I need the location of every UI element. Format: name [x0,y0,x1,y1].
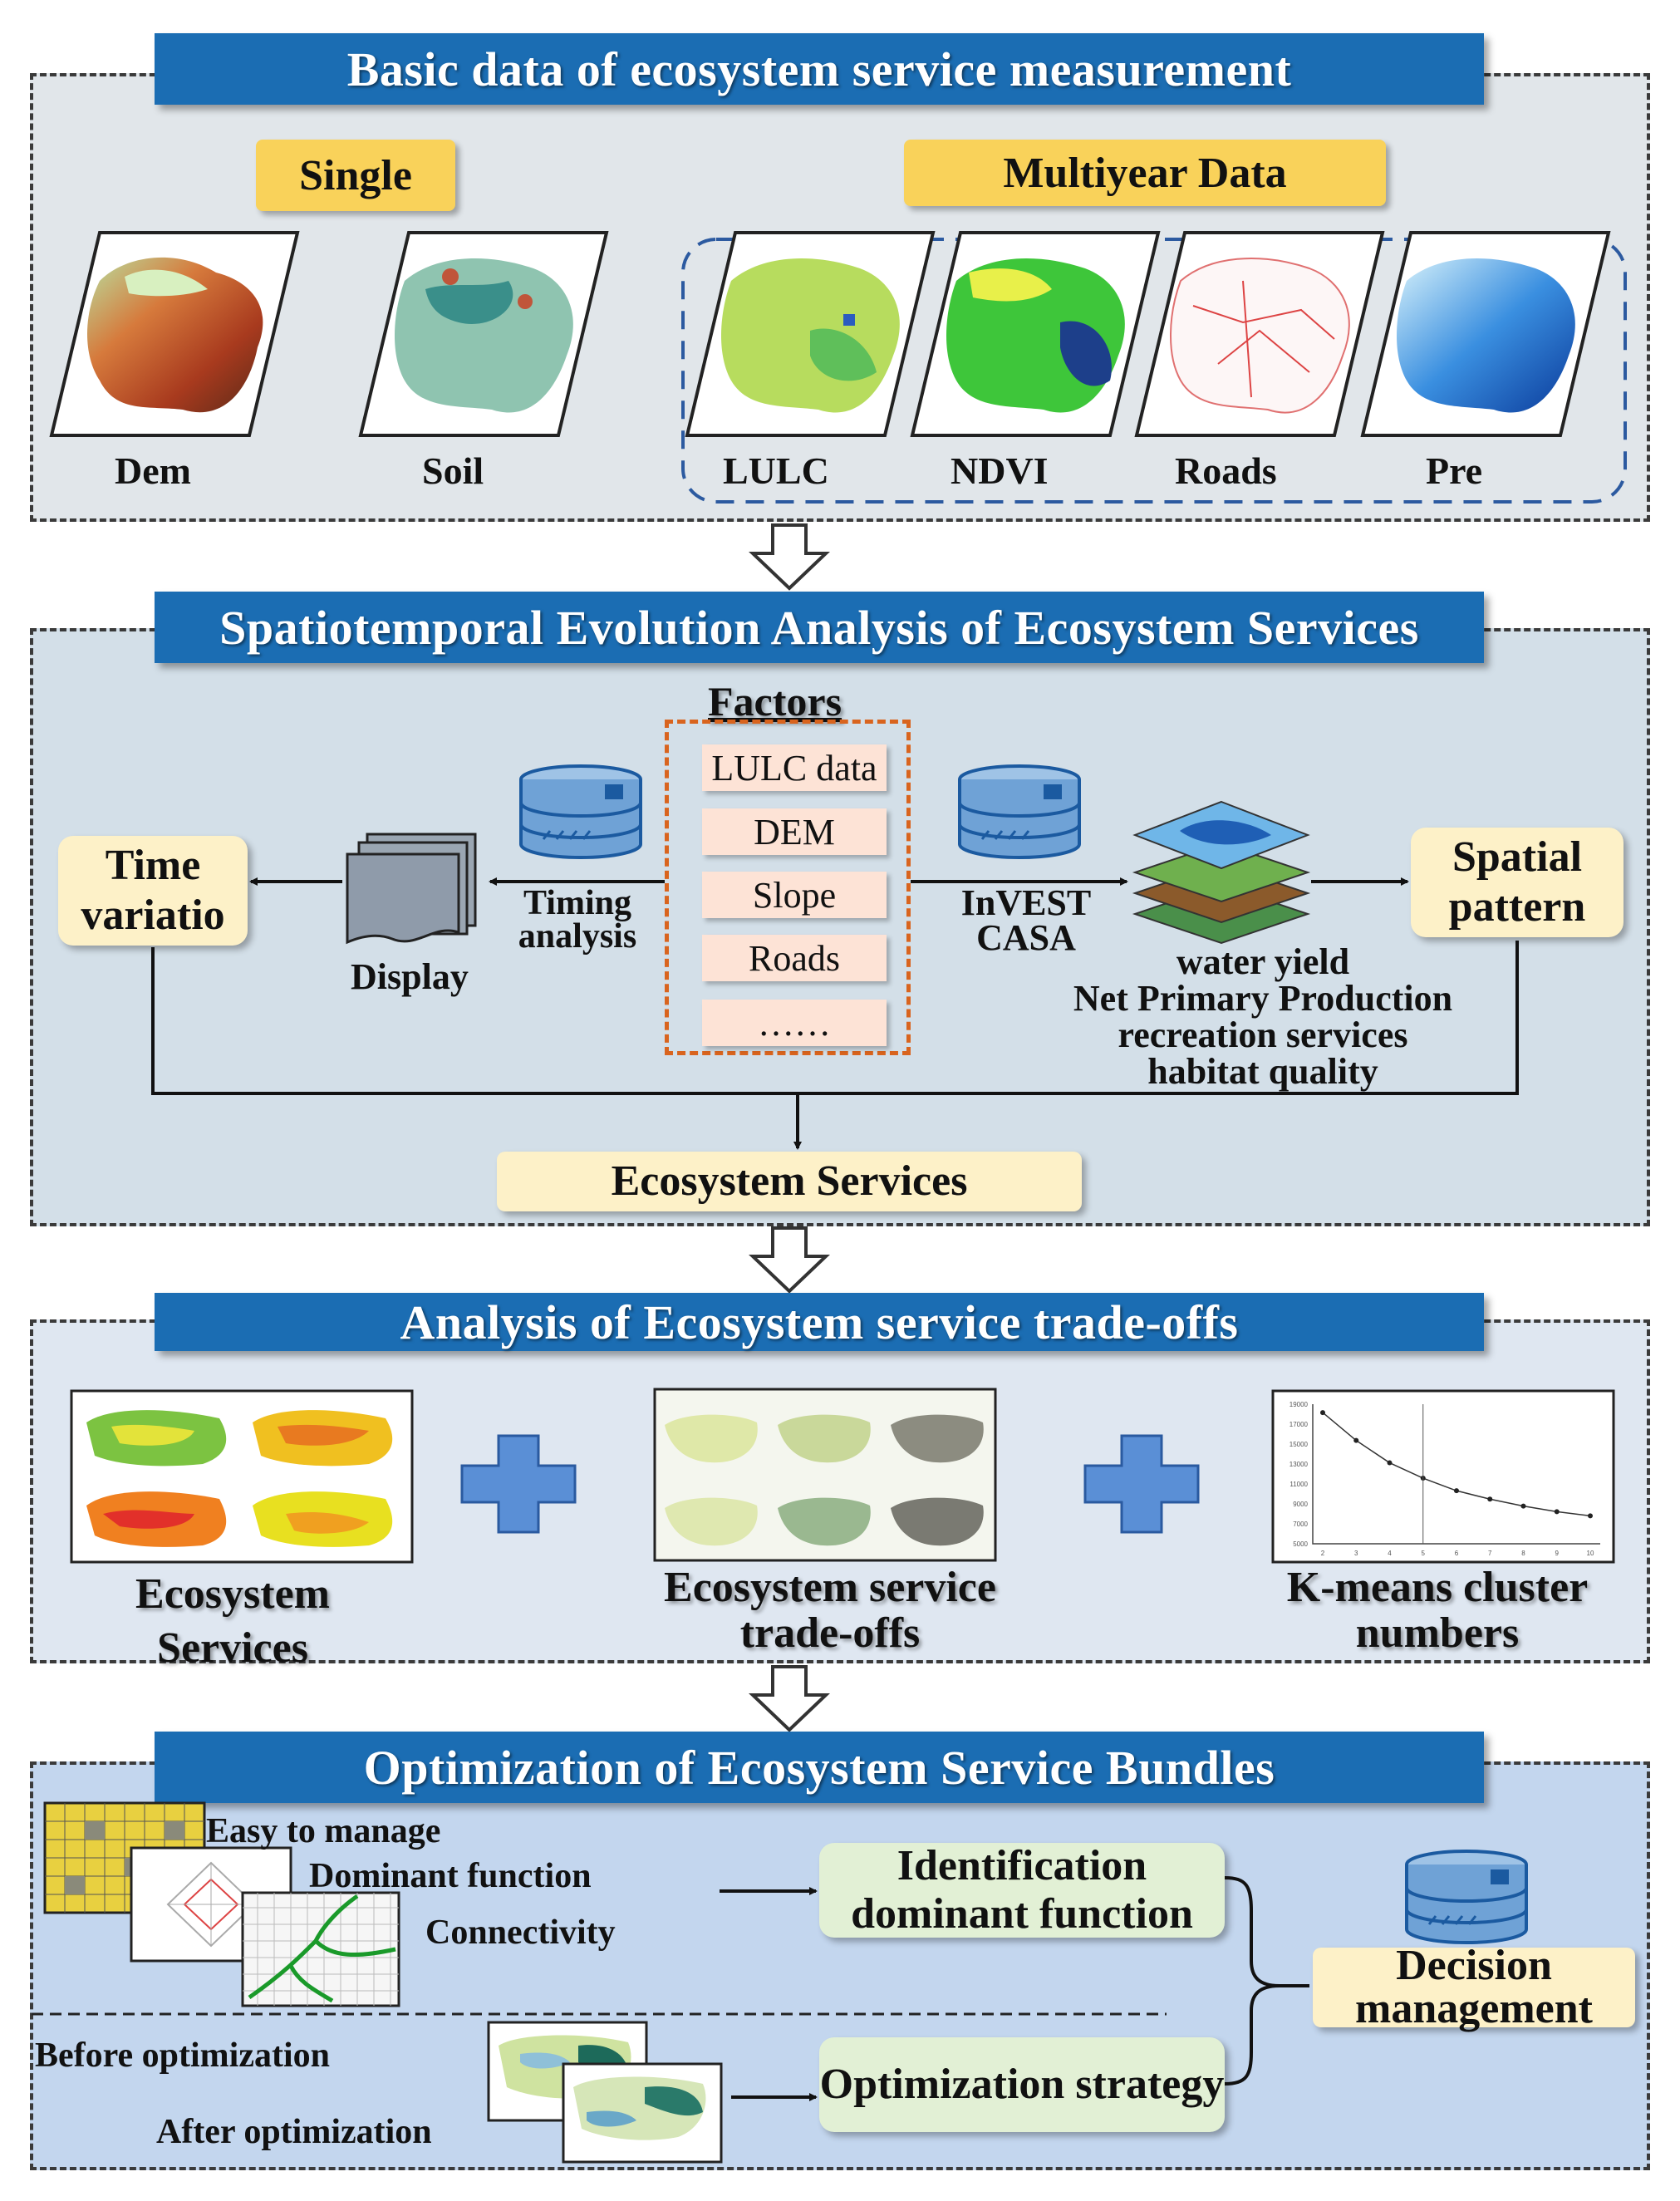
banner-tradeoffs: Analysis of Ecosystem service trade-offs [155,1293,1484,1351]
criterion-dominant-function: Dominant function [309,1857,592,1895]
lulc-map [685,231,936,437]
connectivity-network [241,1891,400,2007]
kmeans-cluster-chart: 19000 17000 15000 13000 11000 9000 7000 5000 2 3 4… [1271,1389,1615,1564]
services-list: water yield Net Primary Production recre… [1030,944,1496,1090]
database-icon [958,764,1081,859]
kmeans-y-tick: 7000 [1293,1521,1308,1528]
factor-more: …… [702,1000,887,1046]
kmeans-x-tick: 8 [1521,1550,1525,1557]
database-icon [519,764,642,859]
tradeoffs-maps [653,1388,997,1562]
kmeans-point [1588,1513,1593,1519]
factor-slope: Slope [702,872,887,918]
service-recreation: recreation services [1118,1015,1408,1055]
ndvi-map [910,231,1161,437]
kmeans-point [1554,1509,1560,1515]
single-label: Single [256,140,455,211]
multiyear-label: Multiyear Data [904,140,1386,206]
display-label: Display [351,956,469,997]
plus-icon [1083,1434,1200,1534]
after-optimization-map [562,2062,723,2164]
hollow-down-arrow-icon [749,1226,830,1294]
service-habitat-quality: habitat quality [1147,1051,1378,1092]
tradeoff-label-ecosystem-services: Ecosystem Services [135,1570,330,1672]
ecosystem-services-maps [70,1389,414,1564]
kmeans-point [1487,1496,1493,1502]
tradeoff-label-kmeans: K-means cluster numbers [1286,1564,1589,1657]
criterion-easy-to-manage: Easy to manage [206,1812,441,1850]
kmeans-x-tick: 4 [1388,1550,1392,1557]
kmeans-axes [1312,1404,1600,1545]
hollow-down-arrow-icon [749,523,830,591]
factor-roads: Roads [702,935,887,981]
dem-map [49,231,300,437]
kmeans-y-tick: 5000 [1293,1540,1308,1548]
kmeans-point [1454,1488,1459,1494]
map-label-ndvi: NDVI [951,450,1049,492]
kmeans-x-tick: 6 [1455,1550,1459,1557]
decision-management-box: Decision management [1313,1944,1635,2031]
kmeans-point [1353,1437,1359,1443]
spatial-pattern-box: Spatial pattern [1411,828,1624,937]
factors-heading: Factors [708,678,842,725]
factor-dem: DEM [702,808,887,855]
map-label-pre: Pre [1426,450,1483,492]
after-optimization-label: After optimization [156,2113,432,2151]
panel-spatiotemporal [30,628,1650,1226]
map-label-dem: Dem [115,450,191,492]
time-variation-box: Time variatio [58,836,248,946]
kmeans-x-tick: 7 [1488,1550,1492,1557]
document-stack-icon [346,833,477,945]
service-npp: Net Primary Production [1073,978,1453,1019]
kmeans-x-tick: 2 [1321,1550,1325,1557]
kmeans-y-tick: 19000 [1289,1401,1309,1408]
kmeans-x-tick: 3 [1354,1550,1358,1557]
ecosystem-services-box: Ecosystem Services [497,1152,1082,1211]
before-optimization-label: Before optimization [35,2036,330,2075]
soil-map [358,231,609,437]
service-water-yield: water yield [1176,941,1350,982]
roads-map [1134,231,1385,437]
map-layers-icon [1132,800,1311,945]
kmeans-point [1520,1503,1526,1509]
kmeans-y-tick: 13000 [1289,1461,1309,1468]
map-label-soil: Soil [422,450,484,492]
tradeoff-label-tradeoffs: Ecosystem service trade-offs [664,1564,996,1657]
kmeans-x-tick: 9 [1555,1550,1560,1557]
banner-basic-data: Basic data of ecosystem service measurem… [155,33,1484,105]
hollow-down-arrow-icon [749,1665,830,1732]
optimization-strategy-box: Optimization strategy [819,2037,1225,2132]
kmeans-y-tick: 11000 [1289,1481,1308,1488]
plus-icon [460,1434,577,1534]
multiyear-group-outline [681,238,1627,504]
kmeans-x-tick: 5 [1422,1550,1426,1557]
database-icon [1405,1850,1528,1944]
banner-optimization: Optimization of Ecosystem Service Bundle… [155,1732,1484,1803]
banner-spatiotemporal: Spatiotemporal Evolution Analysis of Eco… [155,592,1484,663]
kmeans-y-tick: 9000 [1293,1501,1308,1508]
map-label-roads: Roads [1175,450,1277,492]
kmeans-point [1387,1460,1393,1466]
kmeans-point [1320,1410,1325,1416]
map-label-lulc: LULC [723,450,829,492]
identification-dominant-function-box: Identification dominant function [819,1842,1225,1938]
criterion-connectivity: Connectivity [425,1914,616,1952]
timing-analysis-label: Timing analysis [518,884,637,956]
factors-box [665,720,911,1055]
kmeans-x-tick: 10 [1587,1550,1594,1557]
factor-lulc-data: LULC data [702,744,887,791]
pre-map [1360,231,1611,437]
kmeans-y-tick: 15000 [1289,1441,1309,1448]
kmeans-y-tick: 17000 [1289,1421,1309,1428]
invest-casa-label: InVEST CASA [960,882,1092,958]
